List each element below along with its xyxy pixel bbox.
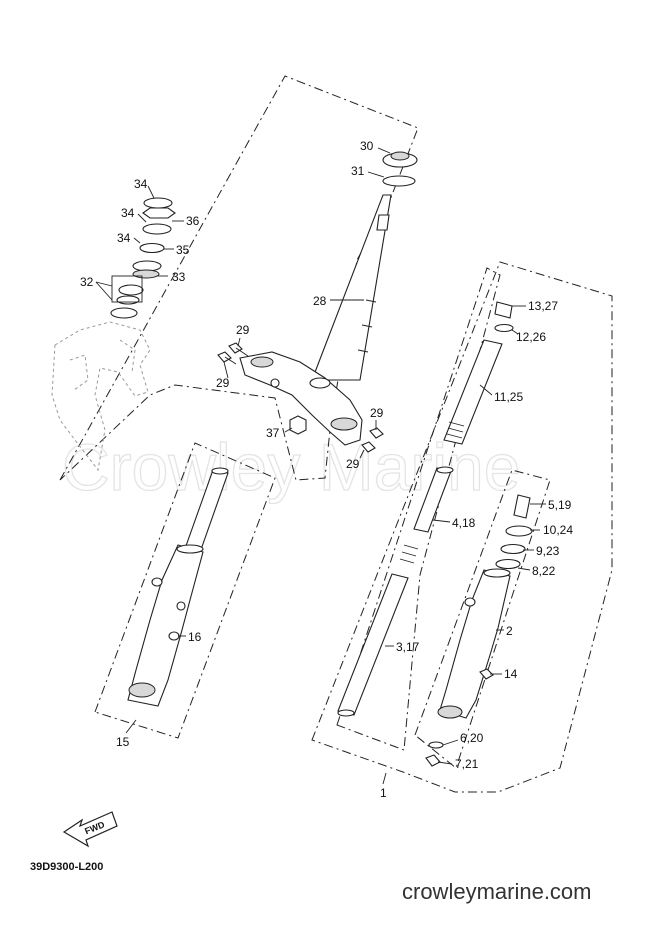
callout-6-20: 6,20 <box>460 731 484 745</box>
frame-head-ghost <box>51 321 151 472</box>
bracket-bolts <box>217 342 384 453</box>
bearing-stack <box>110 197 176 319</box>
callout-9-23: 9,23 <box>536 544 560 558</box>
dust-seal <box>505 525 533 537</box>
outer-tube <box>439 569 511 719</box>
callout-31: 31 <box>351 164 365 178</box>
bearing-race <box>110 307 138 319</box>
upper-bearing <box>118 284 144 296</box>
callout-4-18: 4,18 <box>452 516 476 530</box>
diagram-code: 39D9300-L200 <box>30 861 103 873</box>
drain-bolt <box>479 668 494 680</box>
inner-tube-group-outline <box>311 261 613 793</box>
bearing-cover <box>132 269 160 279</box>
under-bracket <box>239 351 363 446</box>
bearing-bracket <box>111 275 143 303</box>
ring-nut-lower <box>132 260 162 272</box>
oil-seal-clip <box>500 543 526 555</box>
callout-1: 1 <box>380 786 387 800</box>
oil-seal <box>495 558 521 570</box>
callout-13-27: 13,27 <box>528 299 558 313</box>
right-outer-tube <box>425 494 533 767</box>
ring-nut-upper <box>143 197 173 209</box>
left-outer-tube <box>127 467 229 707</box>
inner-tube <box>443 339 503 445</box>
callout-10-24: 10,24 <box>543 523 573 537</box>
inner-tube-assembly <box>337 301 514 717</box>
callout-29-upper: 29 <box>236 323 250 337</box>
callout-35: 35 <box>176 243 190 257</box>
callout-29-lower: 29 <box>346 457 360 471</box>
bottom-bolt <box>425 754 441 767</box>
callout-36: 36 <box>186 214 200 228</box>
leader-lines <box>95 147 546 785</box>
callout-5-19: 5,19 <box>548 498 572 512</box>
o-ring <box>494 323 514 333</box>
lower-bearing <box>116 295 140 305</box>
left-outer-tube-outline <box>94 442 276 739</box>
callout-34-low: 34 <box>117 231 131 245</box>
lower-tube <box>337 573 409 716</box>
cap-bolt <box>494 301 513 319</box>
callout-29-left: 29 <box>216 376 230 390</box>
callout-29-right: 29 <box>370 406 384 420</box>
stem-washer <box>382 175 416 187</box>
callout-7-21: 7,21 <box>455 757 479 771</box>
callout-34-top: 34 <box>134 177 148 191</box>
gasket <box>428 741 444 749</box>
callout-16: 16 <box>188 630 202 644</box>
callout-12-26: 12,26 <box>516 330 546 344</box>
callout-15: 15 <box>116 735 130 749</box>
ring-nut-middle <box>142 223 172 235</box>
fwd-arrow: FWD <box>62 811 118 848</box>
adjusting-nut <box>289 415 307 435</box>
lock-washer <box>142 207 176 219</box>
callout-8-22: 8,22 <box>532 564 556 578</box>
site-name: crowleymarine.com <box>402 879 592 904</box>
rubber-washer <box>139 242 165 254</box>
callout-34-mid: 34 <box>121 206 135 220</box>
callout-14: 14 <box>504 667 518 681</box>
callout-32: 32 <box>80 275 94 289</box>
callout-3-17: 3,17 <box>396 640 420 654</box>
callout-33: 33 <box>172 270 186 284</box>
callout-2: 2 <box>506 624 513 638</box>
callout-37: 37 <box>266 426 280 440</box>
callout-28: 28 <box>313 294 327 308</box>
callout-11-25: 11,25 <box>494 390 523 404</box>
steering-stem <box>311 151 418 381</box>
callout-30: 30 <box>360 139 374 153</box>
seal-cap <box>513 494 531 519</box>
right-outer-tube-outline <box>414 469 551 769</box>
